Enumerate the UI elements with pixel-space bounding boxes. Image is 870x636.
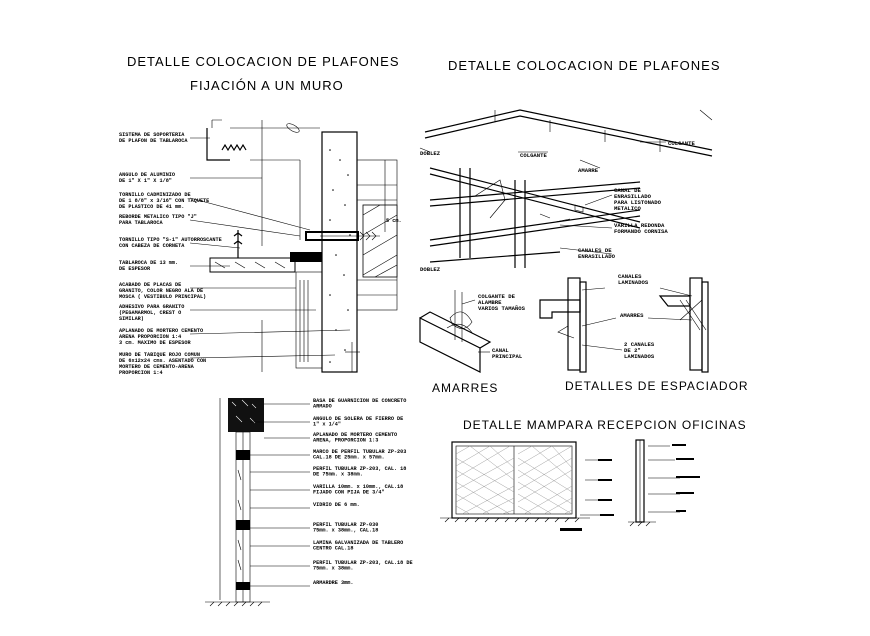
section-annotation: CENTRO CAL.18 bbox=[313, 546, 353, 552]
wall-annotation: DE 6x12x24 cms. ASENTADO CON bbox=[119, 358, 206, 364]
enrasillado-annotation: ENRASILLADO bbox=[578, 253, 616, 260]
wall-annotation: TABLAROCA DE 13 mm. bbox=[119, 260, 178, 266]
wall-annotation: DE 1 8/8" x 3/16" CON TAQUETE bbox=[119, 198, 209, 204]
dos-canales-annotation: 2 CANALES bbox=[624, 341, 655, 348]
title-left-line1: DETALLE COLOCACION DE PLAFONES bbox=[127, 54, 400, 69]
section-annotation: FIJADO CON PIJA DE 3/4" bbox=[313, 490, 385, 496]
partition-section bbox=[205, 398, 270, 607]
wall-annotation: SISTEMA DE SOPORTERIA bbox=[119, 132, 185, 138]
title-left-line2: FIJACIÓN A UN MURO bbox=[190, 78, 344, 93]
section-leaders bbox=[250, 403, 310, 587]
title-right: DETALLE COLOCACION DE PLAFONES bbox=[448, 58, 721, 73]
wall-annotation: 3 cm. MAXIMO DE ESPESOR bbox=[119, 340, 191, 346]
wall-annotation: PARA TABLAROCA bbox=[119, 220, 163, 226]
mampara-section bbox=[628, 439, 700, 527]
section-annotation: MARCO DE PERFIL TUBULAR ZP-203 bbox=[313, 449, 406, 455]
label-amarre: AMARRE bbox=[578, 167, 599, 174]
wall-annotation: ADHESIVO PARA GRANITO bbox=[119, 304, 184, 310]
section-annotation: CAL.18 DE 25mm. x 57mm. bbox=[313, 455, 385, 461]
section-annotation: 1" x 1/4" bbox=[313, 422, 341, 428]
wall-annotation: TORNILLO CADMINIZADO DE bbox=[119, 192, 191, 198]
section-annotation: APLANADO DE MORTERO CEMENTO bbox=[313, 432, 397, 438]
label-esp-amarres: AMARRES bbox=[620, 312, 644, 319]
colgante-annotation: ALAMBRE bbox=[478, 299, 502, 306]
section-annotation: DE 75mm. x 38mm. bbox=[313, 472, 363, 478]
title-amarres: AMARRES bbox=[432, 381, 498, 395]
section-annotation: 75mm. x 38mm. bbox=[313, 566, 353, 572]
amarres-detail bbox=[419, 290, 492, 373]
wall-annotation: ACABADO DE PLACAS DE bbox=[119, 282, 181, 288]
wall-leaders bbox=[189, 137, 351, 359]
label-colgante-right: COLGANTE bbox=[668, 140, 695, 147]
colgante-annotation: COLGANTE DE bbox=[478, 293, 516, 300]
wall-annotation: CON CABEZA DE CORNETA bbox=[119, 243, 185, 249]
section-annotation: VIDRIO DE 6 mm. bbox=[313, 502, 360, 508]
title-mampara: DETALLE MAMPARA RECEPCION OFICINAS bbox=[463, 418, 747, 432]
section-annotation: 75mm. x 38mm., CAL.18 bbox=[313, 528, 378, 534]
wall-annotation: (PEGAMARMOL, CREST O bbox=[119, 310, 181, 316]
wall-fixing-detail: 5 cm. bbox=[206, 119, 402, 373]
wall-annotation: GRANITO, COLOR NEGRO ALA DE bbox=[119, 288, 203, 294]
canal-principal-annotation: PRINCIPAL bbox=[492, 353, 523, 360]
section-annotation: LAMINA GALVANIZADA DE TABLERO bbox=[313, 540, 403, 546]
section-annotation: PERFIL TUBULAR ZP-030 bbox=[313, 522, 378, 528]
label-doblez-top: DOBLEZ bbox=[420, 150, 441, 157]
plafon-isometric bbox=[419, 109, 713, 268]
wall-annotation: TORNILLO TIPO "S-1" AUTORROSCANTE bbox=[119, 237, 222, 243]
dos-canales-annotation: DE 2" bbox=[624, 347, 641, 354]
canal-annotation: METALICO bbox=[614, 205, 641, 212]
varilla-annotation: FORMANDO CORNISA bbox=[614, 228, 668, 235]
section-annotation: ARMADO bbox=[313, 404, 332, 410]
plafon-labels: DOBLEZ COLGANTE COLGANTE AMARRE CANAL DE… bbox=[420, 140, 695, 273]
label-doblez-bottom: DOBLEZ bbox=[420, 266, 441, 273]
wall-annotation: MORTERO DE CEMENTO-ARENA bbox=[119, 364, 195, 370]
canales-laminados-annotation: LAMINADOS bbox=[618, 279, 649, 286]
wall-dimension: 5 cm. bbox=[386, 218, 402, 224]
colgante-annotation: VARIOS TAMAÑOS bbox=[478, 305, 526, 312]
wall-annotation: SIMILAR) bbox=[119, 316, 144, 322]
wall-annotation: ARENA PROPORCION 1:4 bbox=[119, 334, 181, 340]
enrasillado-annotation: CANALES DE bbox=[578, 247, 612, 254]
section-annotation: ANGULO DE SOLERA DE FIERRO DE bbox=[313, 416, 403, 422]
wall-annotation: DE 1" X 1" X 1/8" bbox=[119, 178, 172, 184]
label-colgante-mid: COLGANTE bbox=[520, 152, 547, 159]
dos-canales-annotation: LAMINADOS bbox=[624, 353, 655, 360]
wall-annotation: REBORDE METALICO TIPO "J" bbox=[119, 214, 197, 220]
wall-annotation: ANGULO DE ALUMINIO bbox=[119, 172, 175, 178]
title-espaciador: DETALLES DE ESPACIADOR bbox=[565, 379, 749, 393]
section-annotation: ARMARDRE 3mm. bbox=[313, 580, 353, 586]
wall-annotation: DE PLAFON DE TABLAROCA bbox=[119, 138, 188, 144]
wall-annotation: APLANADO DE MORTERO CEMENTO bbox=[119, 328, 203, 334]
canal-principal-annotation: CANAL bbox=[492, 347, 509, 354]
section-annotation: PERFIL TUBULAR ZP-203, CAL. 18 bbox=[313, 466, 406, 472]
wall-hatch bbox=[329, 149, 351, 363]
section-annotation: BASA DE GUARNICION DE CONCRETO bbox=[313, 398, 406, 404]
varilla-annotation: VARILLA REDONDA bbox=[614, 222, 665, 229]
wall-annotation: MURO DE TABIQUE ROJO COMUN bbox=[119, 352, 200, 358]
canales-laminados-annotation: CANALES bbox=[618, 273, 642, 280]
wall-annotation: DE ESPESOR bbox=[119, 266, 151, 272]
section-annotation: ARENA, PROPORCION 1:3 bbox=[313, 438, 378, 444]
wall-annotation: DE PLASTICO DE 41 mm. bbox=[119, 204, 184, 210]
espaciador-detail bbox=[539, 277, 709, 373]
canal-annotation: ENRASILLADO bbox=[614, 193, 652, 200]
canal-annotation: PARA LISTONADO bbox=[614, 199, 662, 206]
section-annotation: VARILLA 10mm. x 10mm., CAL.18 bbox=[313, 484, 403, 490]
section-annotation: PERFIL TUBULAR ZP-203, CAL.18 DE bbox=[313, 560, 413, 566]
wall-annotation: MOSCA ( VESTIBULO PRINCIPAL) bbox=[119, 294, 206, 300]
mampara-elevation bbox=[440, 441, 614, 531]
canal-annotation: CANAL DE bbox=[614, 187, 641, 194]
wall-annotation: PROPORCION 1:4 bbox=[119, 370, 163, 376]
